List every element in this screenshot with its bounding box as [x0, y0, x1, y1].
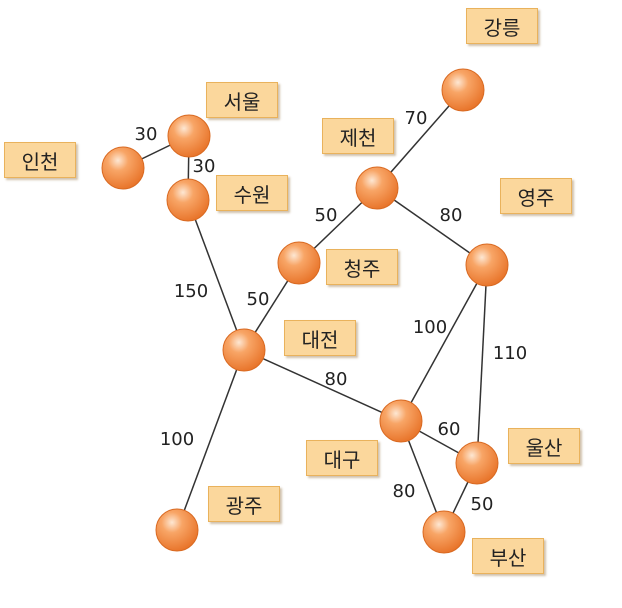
edge-suwon-daejeon	[187, 199, 245, 351]
weight-daejeon-daegu: 80	[324, 369, 348, 390]
node-daejeon	[222, 328, 266, 372]
city-label-cheongju: 청주	[326, 249, 398, 285]
node-yeongju	[465, 243, 509, 287]
weight-yeongju-ulsan: 110	[492, 343, 528, 364]
city-label-gangneung: 강릉	[466, 8, 538, 44]
city-label-incheon: 인천	[4, 142, 76, 178]
weight-daegu-busan: 80	[392, 481, 416, 502]
node-busan	[422, 510, 466, 554]
node-jecheon	[355, 166, 399, 210]
city-label-daegu: 대구	[306, 440, 378, 476]
weight-daejeon-gwangju: 100	[159, 429, 195, 450]
edge-daejeon-daegu	[243, 349, 402, 422]
weight-yeongju-daegu: 100	[412, 317, 448, 338]
weight-jecheon-gangneung: 70	[404, 108, 428, 129]
city-label-daejeon: 대전	[284, 320, 356, 356]
edge-daejeon-gwangju	[176, 349, 245, 531]
weight-ulsan-busan: 50	[470, 494, 494, 515]
weight-incheon-seoul: 30	[134, 124, 158, 145]
city-label-suwon: 수원	[216, 175, 288, 211]
weight-suwon-daejeon: 150	[173, 281, 209, 302]
node-cheongju	[277, 241, 321, 285]
node-ulsan	[455, 441, 499, 485]
weight-cheongju-daejeon: 50	[246, 289, 270, 310]
city-label-ulsan: 울산	[508, 428, 580, 464]
edge-yeongju-daegu	[400, 264, 488, 422]
weight-jecheon-cheongju: 50	[314, 205, 338, 226]
node-seoul	[167, 114, 211, 158]
edge-jecheon-gangneung	[376, 89, 464, 189]
edge-jecheon-yeongju	[376, 187, 488, 266]
node-gwangju	[155, 508, 199, 552]
edge-yeongju-ulsan	[476, 264, 488, 464]
city-label-yeongju: 영주	[500, 178, 572, 214]
node-gangneung	[441, 68, 485, 112]
weight-jecheon-yeongju: 80	[439, 205, 463, 226]
city-label-busan: 부산	[472, 538, 544, 574]
city-label-gwangju: 광주	[208, 486, 280, 522]
weight-seoul-suwon: 30	[192, 156, 216, 177]
city-label-seoul: 서울	[206, 82, 278, 118]
node-suwon	[166, 178, 210, 222]
weight-daegu-ulsan: 60	[437, 419, 461, 440]
node-incheon	[101, 146, 145, 190]
node-daegu	[379, 399, 423, 443]
city-label-jecheon: 제천	[322, 118, 394, 154]
